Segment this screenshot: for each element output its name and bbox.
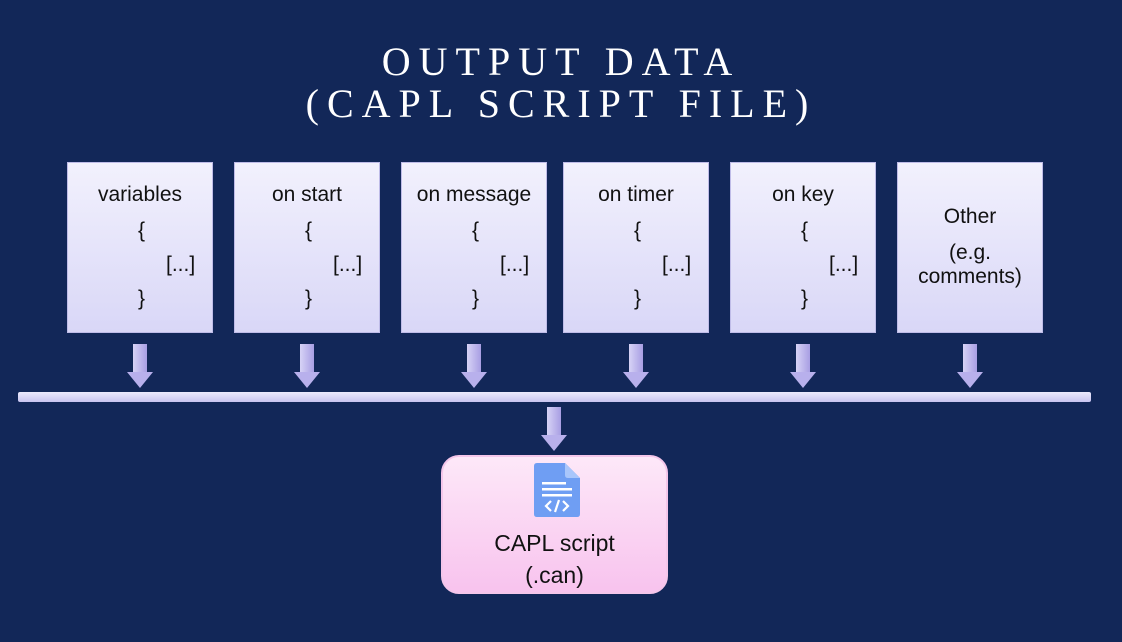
block-label: on timer: [598, 183, 674, 206]
block-on-timer: on timer { [...] }: [563, 162, 709, 333]
down-arrow-icon: [541, 407, 567, 451]
down-arrow-icon: [294, 344, 320, 388]
close-brace: }: [472, 287, 480, 310]
block-label: on message: [416, 183, 532, 206]
block-on-message: on message { [...] }: [401, 162, 547, 333]
block-label: on start: [271, 183, 343, 206]
output-title: CAPL script: [494, 530, 615, 556]
down-arrow-icon: [623, 344, 649, 388]
close-brace: }: [138, 287, 146, 310]
block-sublabel: (e.g. comments): [918, 241, 1022, 288]
close-brace: }: [801, 287, 809, 310]
open-brace: {: [305, 219, 313, 242]
block-on-start: on start { [...] }: [234, 162, 380, 333]
down-arrow-icon: [790, 344, 816, 388]
title-line-2: (CAPL SCRIPT FILE): [305, 81, 817, 126]
block-label: Other: [943, 205, 997, 228]
merge-bar: [18, 392, 1091, 402]
open-brace: {: [634, 219, 642, 242]
down-arrow-icon: [461, 344, 487, 388]
close-brace: }: [305, 287, 313, 310]
block-body: [...]: [829, 253, 859, 276]
block-body: [...]: [333, 253, 363, 276]
open-brace: {: [472, 219, 480, 242]
block-on-key: on key { [...] }: [730, 162, 876, 333]
code-file-icon: [534, 463, 580, 517]
block-variables: variables { [...] }: [67, 162, 213, 333]
down-arrow-icon: [127, 344, 153, 388]
close-brace: }: [634, 287, 642, 310]
block-other: Other (e.g. comments): [897, 162, 1043, 333]
open-brace: {: [801, 219, 809, 242]
output-capl-script: CAPL script (.can): [441, 455, 668, 594]
block-label: on key: [772, 183, 834, 206]
block-body: [...]: [166, 253, 196, 276]
block-label: variables: [97, 183, 183, 206]
block-body: [...]: [500, 253, 530, 276]
down-arrow-icon: [957, 344, 983, 388]
output-extension: (.can): [525, 562, 584, 588]
output-label: CAPL script (.can): [443, 527, 666, 591]
title-line-1: OUTPUT DATA: [381, 39, 741, 84]
block-body: [...]: [662, 253, 692, 276]
open-brace: {: [138, 219, 146, 242]
